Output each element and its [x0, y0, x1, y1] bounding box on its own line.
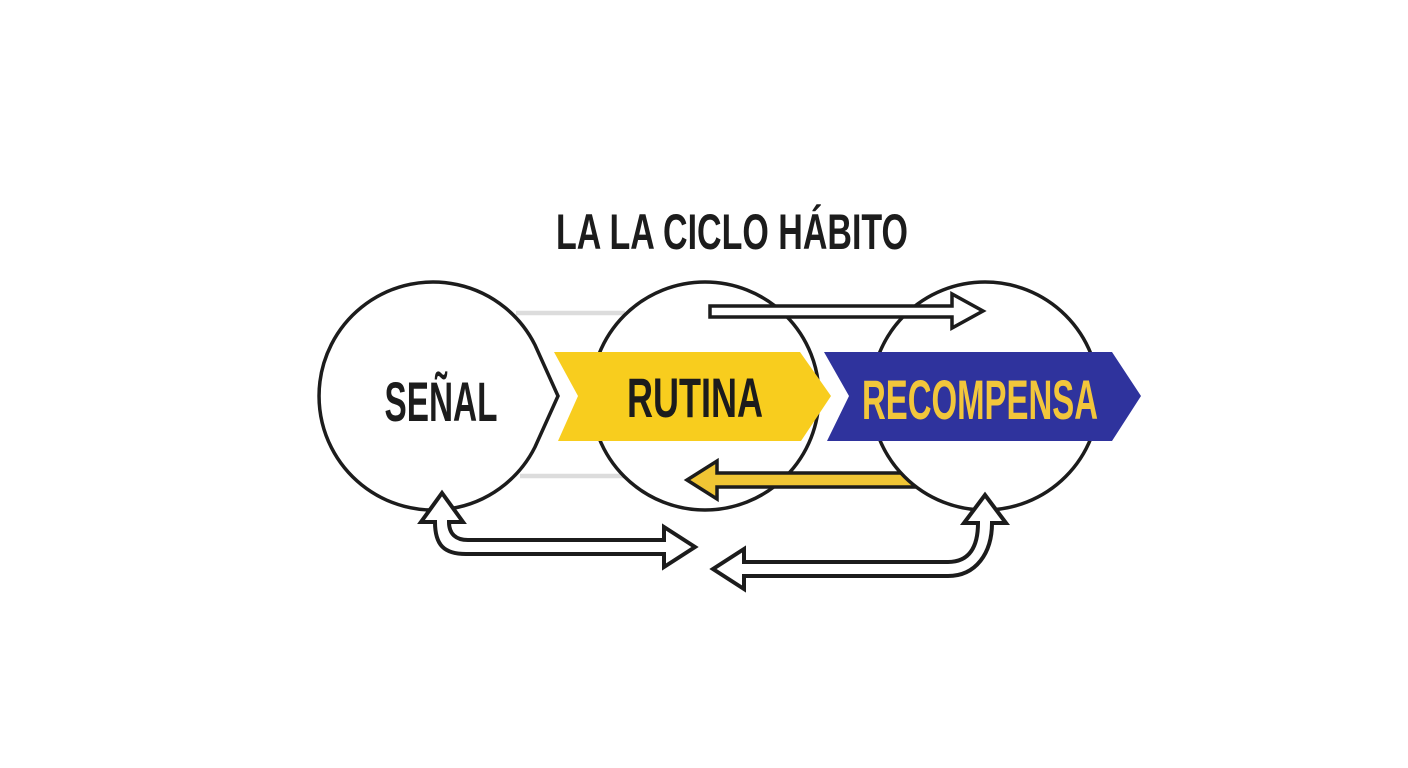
senal-label: SEÑAL [385, 370, 498, 433]
bottom-right-loop-arrow [709, 491, 1010, 593]
page-title: LA LA CICLO HÁBITO [556, 204, 908, 260]
rutina-label: RUTINA [627, 366, 763, 429]
top-forward-arrow [708, 291, 987, 331]
recompensa-label: RECOMPENSA [862, 368, 1098, 431]
senal-circle [317, 280, 560, 512]
bottom-left-loop-arrow [417, 489, 699, 571]
recompensa-banner [824, 352, 1141, 441]
rutina-banner [554, 352, 831, 441]
